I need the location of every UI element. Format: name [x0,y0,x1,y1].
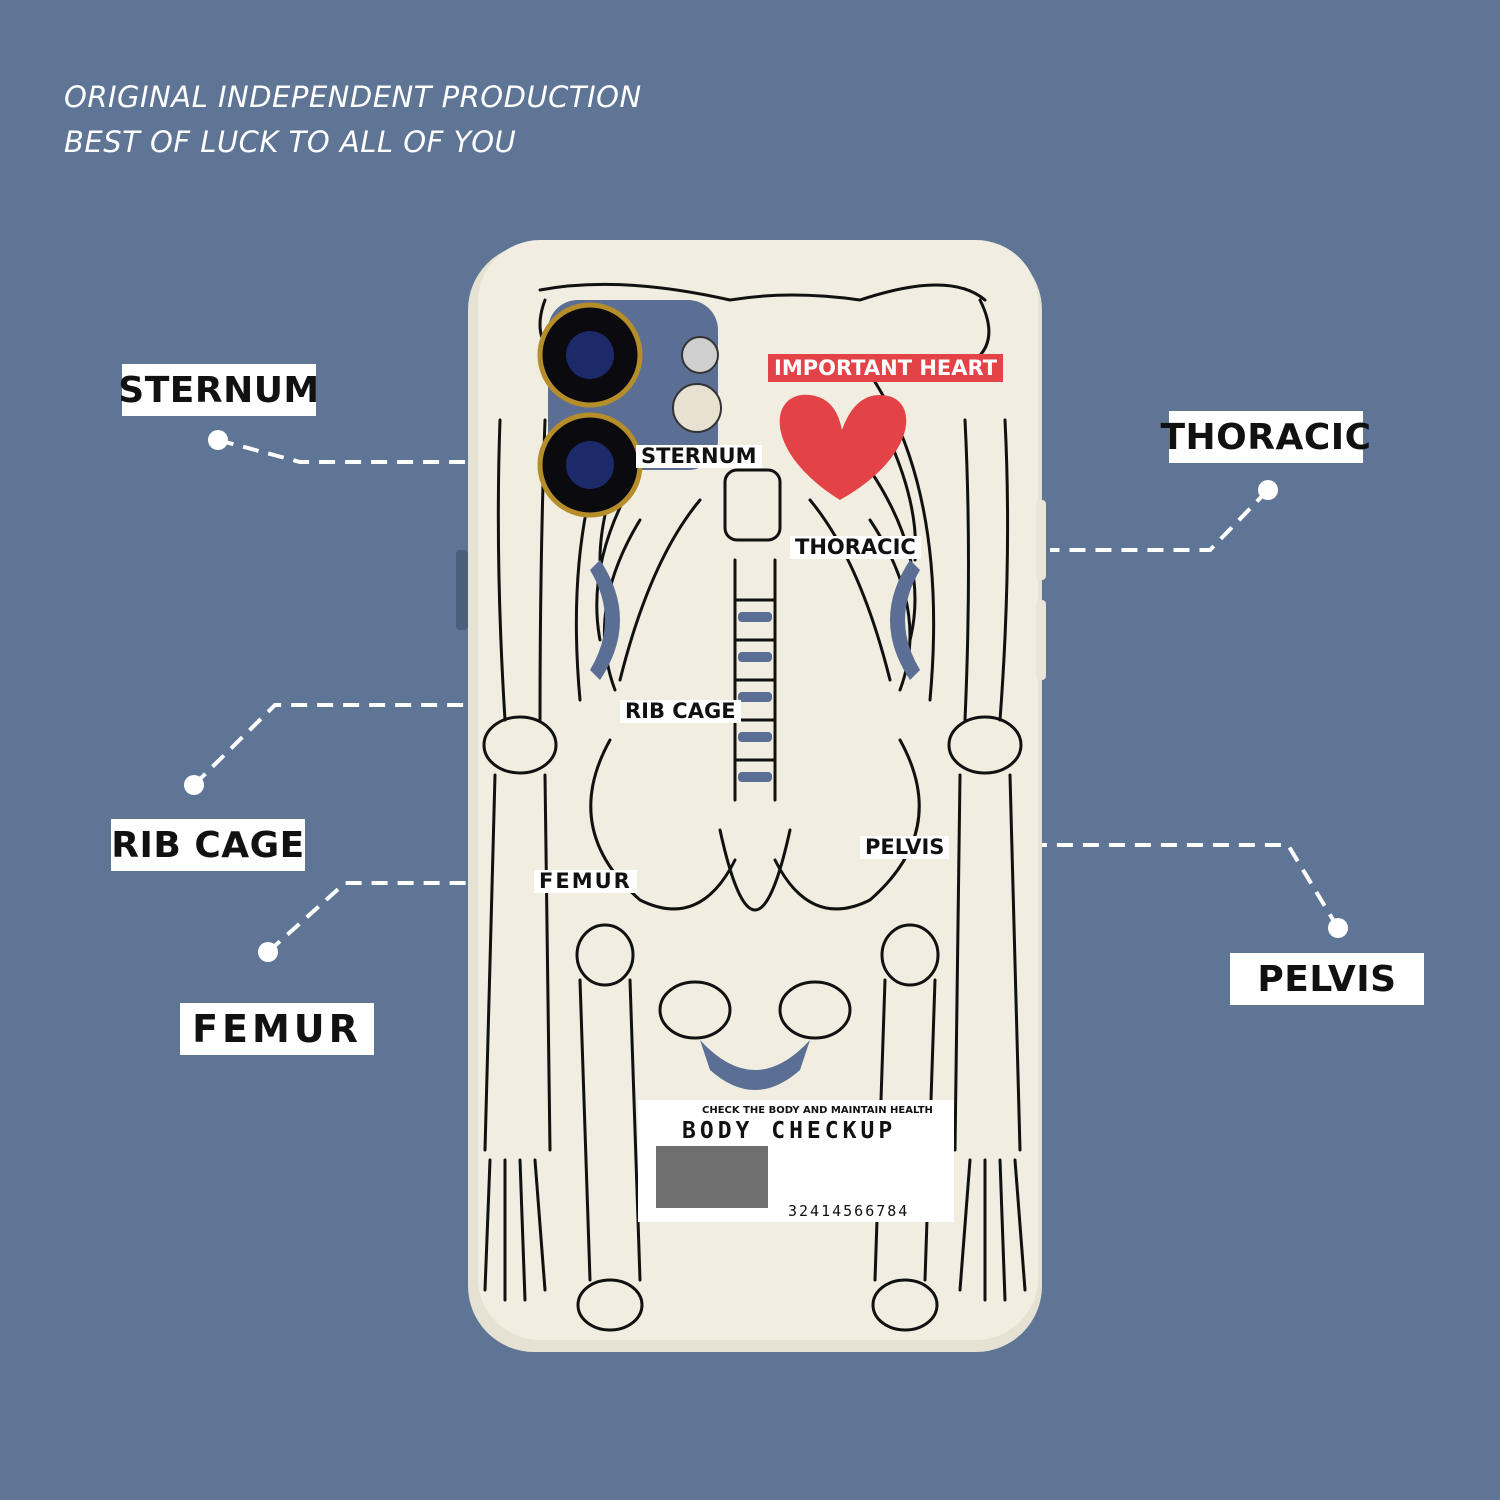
pelvis-callout-line [1040,843,1340,930]
case-sternum-label: STERNUM [636,444,762,469]
femur-callout-dot [258,942,278,962]
body-checkup-ticket: CHECK THE BODY AND MAINTAIN HEALTH BODY … [638,1100,954,1222]
thoracic-callout-dot [1258,480,1278,500]
case-thoracic-label: THORACIC [790,535,921,560]
header-line-1: ORIGINAL INDEPENDENT PRODUCTION [64,80,642,114]
side-switch [456,550,468,630]
barcode-number: 32414566784 [788,1202,910,1220]
ticket-subtitle: CHECK THE BODY AND MAINTAIN HEALTH [702,1105,933,1116]
callout-femur: FEMUR [180,1003,374,1055]
callout-sternum: STERNUM [118,364,319,416]
heart-shape [779,394,907,500]
microphone [681,336,719,374]
case-rib-cage-label: RIB CAGE [620,699,741,724]
ribcage-callout-dot [184,775,204,795]
thoracic-callout-line [1050,488,1270,552]
callout-lines [192,438,1340,954]
header-line-2: BEST OF LUCK TO ALL OF YOU [64,125,517,159]
case-pelvis-label: PELVIS [860,835,950,860]
volume-button [1036,500,1046,580]
camera-lens-bottom-glass [566,441,614,489]
ribcage-callout-line [192,703,482,787]
skeleton-drawing [482,282,1027,1332]
xray-image [656,1146,768,1208]
pelvis-callout-dot [1328,918,1348,938]
ticket-title: BODY CHECKUP [682,1118,897,1144]
case-femur-label: FEMUR [534,869,637,894]
camera-lens-top-glass [566,331,614,379]
important-heart-label: IMPORTANT HEART [768,354,1004,382]
flash [672,383,722,433]
sternum-callout-line [217,438,480,464]
sternum-callout-dot [208,430,228,450]
callout-thoracic: THORACIC [1160,411,1371,463]
power-button [1036,600,1046,680]
callout-pelvis: PELVIS [1230,953,1424,1005]
callout-rib-cage: RIB CAGE [111,819,305,871]
bone-accents [590,560,920,1090]
femur-callout-line [266,881,478,954]
